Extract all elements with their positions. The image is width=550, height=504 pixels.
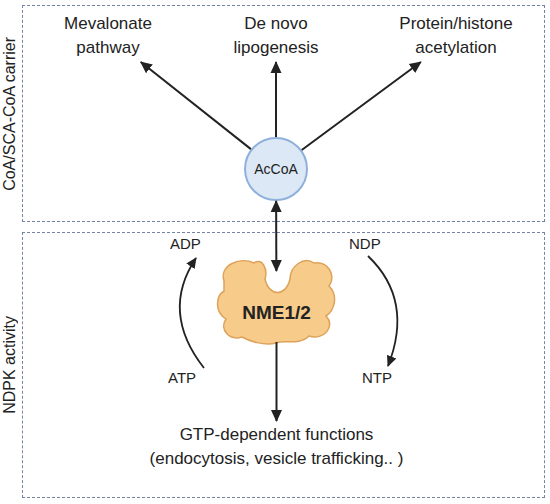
node-text: AcCoA: [254, 161, 298, 177]
ndp-to-ntp-arrow: [368, 256, 397, 366]
nucleotide-label: ADP: [170, 235, 201, 252]
dashed-region: NDPK activityNME1/2GTP-dependent functio…: [22, 232, 545, 498]
atp-to-adp-arrow: [180, 258, 204, 368]
nucleotide-label: NDP: [349, 235, 381, 252]
connector-arrow: [275, 201, 277, 271]
nucleotide-label: NTP: [362, 369, 392, 386]
enzyme-blob: NME1/2: [214, 251, 339, 346]
metabolite-circle: AcCoA: [244, 137, 308, 201]
dashed-region: CoA/SCA-CoA carrierMevalonate pathwayDe …: [22, 5, 545, 222]
pathway-text: Protein/histone acetylation: [376, 10, 536, 62]
region-heading-holder: CoA/SCA-CoA carrier: [0, 6, 20, 221]
pathway-text: Mevalonate pathway: [43, 10, 173, 62]
region-heading: CoA/SCA-CoA carrier: [1, 37, 19, 191]
connector-arrow: [141, 62, 251, 149]
node-text: De novo lipogenesis: [216, 12, 336, 60]
connector-arrow: [276, 342, 278, 421]
function-text: GTP-dependent functions (endocytosis, ve…: [134, 421, 419, 473]
region-heading: NDPK activity: [1, 316, 19, 414]
enzyme-shape: [214, 251, 339, 346]
node-text: NME1/2: [242, 302, 311, 324]
node-text: GTP-dependent functions (endocytosis, ve…: [134, 423, 419, 471]
connector-arrow: [275, 62, 277, 137]
pathway-text: De novo lipogenesis: [216, 10, 336, 62]
node-text: Mevalonate pathway: [43, 12, 173, 60]
nucleotide-label: ATP: [168, 369, 196, 386]
connector-arrow: [302, 62, 421, 150]
enzyme-outline: [218, 261, 335, 344]
region-heading-holder: NDPK activity: [0, 233, 20, 497]
node-text: Protein/histone acetylation: [376, 12, 536, 60]
